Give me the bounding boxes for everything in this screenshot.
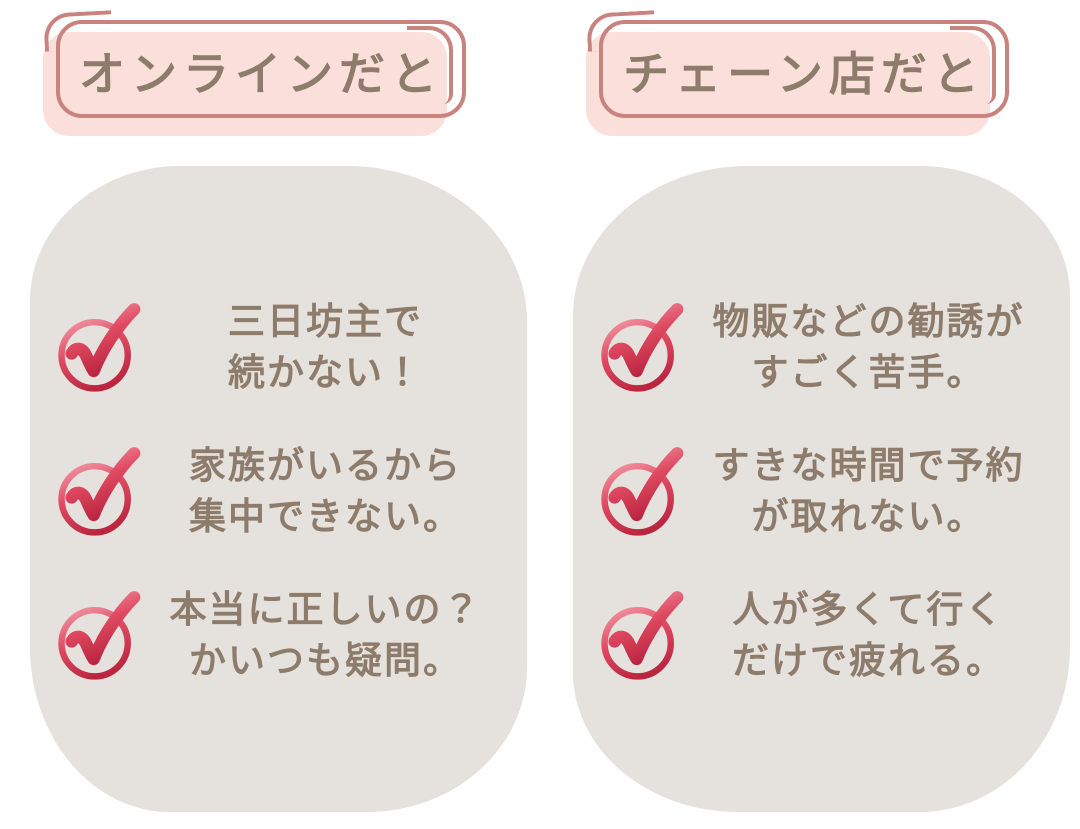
- item-line: かいつも疑問。: [189, 639, 462, 683]
- check-circle-icon: [52, 441, 152, 541]
- check-circle-icon: [52, 585, 152, 685]
- item-line: 三日坊主で: [228, 300, 423, 343]
- item-text: 本当に正しいの？ かいつも疑問。: [152, 584, 505, 686]
- list-item: 本当に正しいの？ かいつも疑問。: [52, 584, 505, 686]
- list-panel-chain-store: 物販などの勧誘が すごく苦手。 すきな時間で予約 が取れない。: [573, 166, 1070, 812]
- column-header-online: オンラインだと: [79, 47, 443, 101]
- item-text: すきな時間で予約 が取れない。: [695, 440, 1048, 542]
- item-text: 人が多くて行く だけで疲れる。: [695, 584, 1048, 686]
- list-item: すきな時間で予約 が取れない。: [595, 440, 1048, 542]
- list-panel-online: 三日坊主で 続かない！ 家族がいるから 集中できない。: [30, 166, 527, 812]
- check-circle-icon: [595, 297, 695, 397]
- item-line: だけで疲れる。: [732, 639, 1005, 683]
- list-item: 家族がいるから 集中できない。: [52, 440, 505, 542]
- list-item: 人が多くて行く だけで疲れる。: [595, 584, 1048, 686]
- header-tag-outline: [56, 20, 466, 118]
- item-text: 物販などの勧誘が すごく苦手。: [695, 296, 1048, 398]
- list-item: 三日坊主で 続かない！: [52, 296, 505, 398]
- item-line: すきな時間で予約: [712, 444, 1025, 488]
- item-line: 物販などの勧誘が: [712, 300, 1025, 343]
- check-circle-icon: [52, 297, 152, 397]
- item-text: 三日坊主で 続かない！: [152, 296, 505, 398]
- list-item: 物販などの勧誘が すごく苦手。: [595, 296, 1048, 398]
- item-line: すごく苦手。: [751, 351, 986, 395]
- column-online: オンラインだと 三日坊主で 続かない！: [30, 0, 527, 812]
- column-chain-store: チェーン店だと 物販などの勧誘が すごく苦手。: [573, 0, 1070, 812]
- item-line: 家族がいるから: [189, 444, 462, 488]
- header-tag-chain-store: チェーン店だと: [586, 20, 1009, 136]
- item-line: 人が多くて行く: [732, 588, 1005, 632]
- item-text: 家族がいるから 集中できない。: [152, 440, 505, 542]
- item-line: が取れない。: [751, 495, 986, 539]
- item-line: 続かない！: [228, 351, 423, 395]
- check-circle-icon: [595, 585, 695, 685]
- item-line: 本当に正しいの？: [169, 588, 482, 632]
- column-header-chain-store: チェーン店だと: [623, 47, 985, 101]
- header-tag-online: オンラインだと: [43, 20, 466, 136]
- item-line: 集中できない。: [189, 495, 462, 539]
- header-tag-outline: [599, 20, 1009, 118]
- check-circle-icon: [595, 441, 695, 541]
